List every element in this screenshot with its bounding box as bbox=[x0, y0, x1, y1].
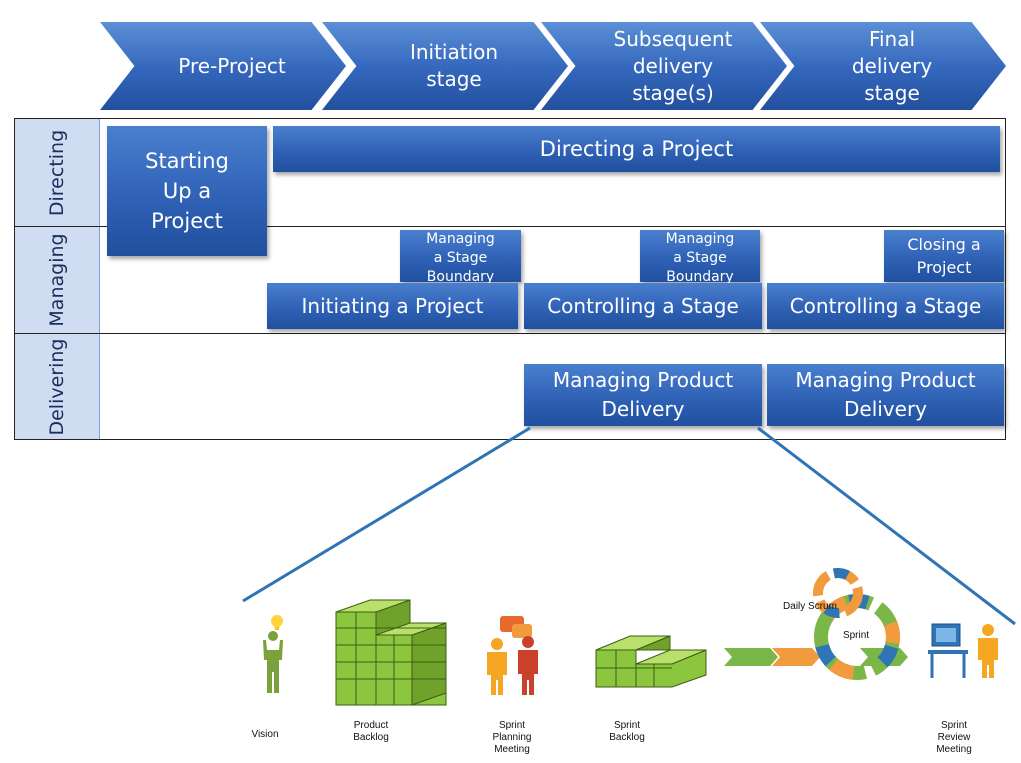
process-label: Controlling a Stage bbox=[789, 294, 982, 318]
process-label: Controlling a Stage bbox=[547, 294, 739, 318]
row-divider bbox=[14, 333, 1006, 334]
process-managing-product-delivery-2: Managing Product Delivery bbox=[767, 364, 1004, 426]
label-line: Backlog bbox=[609, 732, 645, 743]
process-label-line: Boundary bbox=[426, 268, 495, 285]
label-line: Meeting bbox=[494, 744, 530, 755]
process-label-line: Delivery bbox=[601, 397, 685, 421]
process-managing-product-delivery-1: Managing Product Delivery bbox=[524, 364, 762, 426]
process-label-line: Managing Product bbox=[552, 368, 734, 392]
process-starting-up-a-project: Starting Up a Project bbox=[107, 126, 267, 256]
process-directing-a-project: Directing a Project bbox=[273, 126, 1000, 172]
process-label-line: Managing Product bbox=[795, 368, 976, 392]
process-label-line: Closing a bbox=[907, 235, 981, 254]
label-line: Sprint bbox=[940, 720, 968, 731]
process-label-line: Managing bbox=[426, 230, 495, 247]
row-label-managing: Managing bbox=[15, 227, 100, 333]
label-line: Planning bbox=[492, 732, 532, 743]
process-managing-stage-boundary-1: Managing a Stage Boundary bbox=[400, 230, 521, 285]
label-line: Backlog bbox=[353, 732, 389, 743]
stage-chevron-subsequent-delivery: Subsequent delivery stage(s) bbox=[541, 22, 787, 110]
label-line: Sprint bbox=[498, 720, 526, 731]
label-sprint: Sprint bbox=[842, 630, 870, 641]
label-product-backlog: Product Backlog bbox=[341, 720, 401, 744]
label-line: Product bbox=[353, 720, 389, 731]
sprint-review-computer-icon bbox=[928, 623, 998, 678]
stage-label: Pre-Project bbox=[178, 53, 286, 78]
process-label-line: Managing bbox=[665, 230, 735, 247]
process-label: Directing a Project bbox=[539, 137, 734, 161]
process-initiating-a-project: Initiating a Project bbox=[267, 283, 518, 329]
label-vision: Vision bbox=[251, 729, 279, 740]
stage-label-line: stage bbox=[864, 80, 920, 105]
stage-label-line: Subsequent bbox=[613, 26, 733, 51]
row-label-directing: Directing bbox=[15, 119, 100, 226]
process-label-line: Delivery bbox=[843, 397, 928, 421]
row-divider bbox=[14, 226, 1006, 227]
process-closing-a-project: Closing a Project bbox=[884, 230, 1004, 282]
stage-chevron-pre-project: Pre-Project bbox=[100, 22, 346, 110]
stage-label-line: stage(s) bbox=[632, 80, 714, 105]
process-managing-stage-boundary-2: Managing a Stage Boundary bbox=[640, 230, 760, 285]
stage-label-line: Final bbox=[868, 26, 916, 51]
label-line: Meeting bbox=[936, 744, 972, 755]
process-label-line: a Stage bbox=[673, 249, 727, 266]
stage-label-line: Initiation bbox=[409, 40, 499, 64]
process-label-line: Project bbox=[916, 258, 972, 277]
stage-chevron-initiation: Initiation stage bbox=[322, 22, 568, 110]
label-daily-scrum: Daily Scrum bbox=[783, 601, 837, 612]
label-sprint-backlog: Sprint Backlog bbox=[597, 720, 657, 744]
product-backlog-icon bbox=[335, 599, 447, 706]
row-label-delivering: Delivering bbox=[15, 334, 100, 439]
stage-label-line: delivery bbox=[632, 53, 714, 78]
sprint-backlog-icon bbox=[595, 635, 707, 688]
zoom-connector-left bbox=[242, 426, 531, 603]
process-label-line: Up a bbox=[162, 179, 212, 203]
process-label-line: Starting bbox=[145, 149, 229, 173]
vision-person-icon bbox=[263, 615, 283, 693]
label-line: Review bbox=[937, 732, 971, 743]
process-controlling-a-stage-1: Controlling a Stage bbox=[524, 283, 762, 329]
sprint-cycle-icon bbox=[813, 568, 900, 680]
process-label-line: Boundary bbox=[666, 268, 734, 285]
label-line: Sprint bbox=[613, 720, 641, 731]
process-label-line: Project bbox=[151, 209, 223, 233]
sprint-planning-people-icon bbox=[487, 616, 538, 695]
process-controlling-a-stage-2: Controlling a Stage bbox=[767, 283, 1004, 329]
zoom-connector-right bbox=[757, 426, 1016, 626]
process-label: Initiating a Project bbox=[301, 294, 484, 318]
stage-label-line: delivery bbox=[851, 53, 933, 78]
stage-chevron-final-delivery: Final delivery stage bbox=[760, 22, 1006, 110]
process-label-line: a Stage bbox=[433, 249, 488, 266]
label-sprint-review-meeting: Sprint Review Meeting bbox=[924, 720, 984, 756]
stage-label-line: stage bbox=[426, 67, 482, 91]
label-sprint-planning-meeting: Sprint Planning Meeting bbox=[482, 720, 542, 756]
